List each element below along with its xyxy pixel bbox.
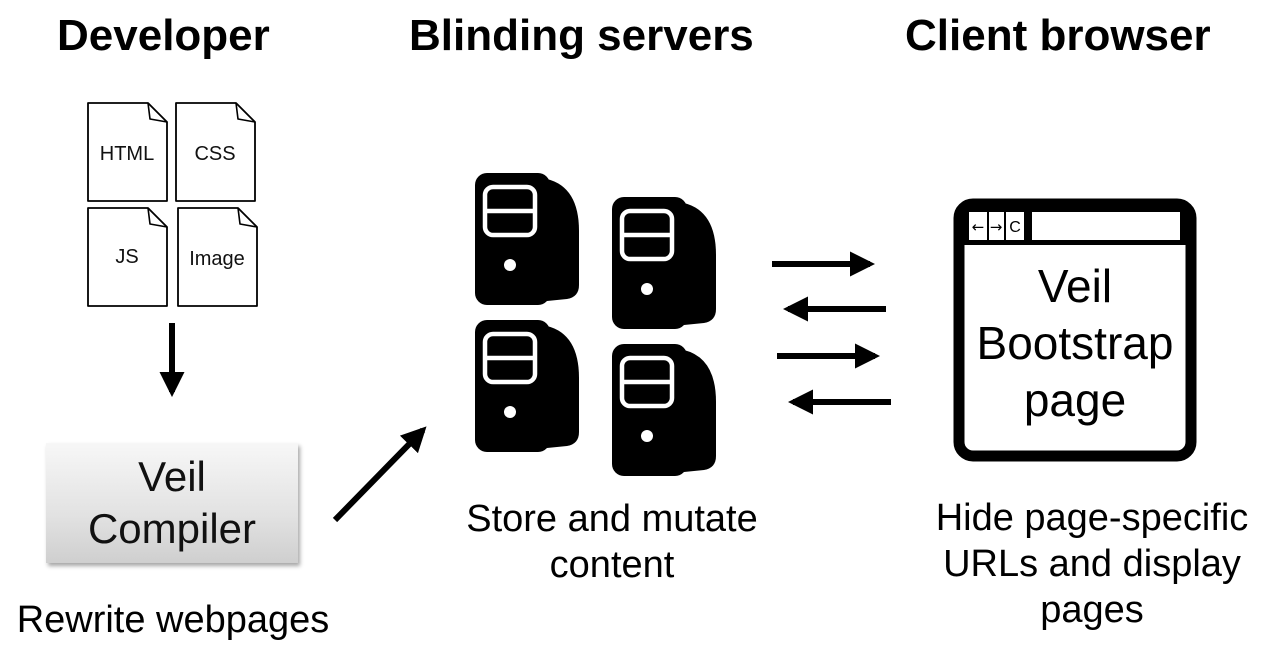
server-tower-icon xyxy=(475,320,579,452)
servers-caption-line: content xyxy=(549,544,675,586)
browser-caption-line: URLs and display xyxy=(943,543,1241,585)
compiler-label-line2: Compiler xyxy=(87,505,257,552)
js-document-icon: JS xyxy=(87,207,168,307)
compiler-label-line1: Veil xyxy=(138,453,206,500)
browser-content-line: Bootstrap xyxy=(976,317,1174,369)
js-file-label: JS xyxy=(115,246,138,268)
image-file-label: Image xyxy=(189,248,245,270)
browser-content: Veil Bootstrap page xyxy=(965,258,1185,429)
html-document-icon: HTML xyxy=(87,102,168,202)
back-icon: ← xyxy=(972,218,985,236)
developer-caption: Rewrite webpages xyxy=(16,599,330,641)
browser-caption: Hide page-specific URLs and display page… xyxy=(912,495,1272,633)
browser-caption-line: pages xyxy=(1040,589,1144,631)
forward-icon: → xyxy=(990,218,1003,236)
reload-icon: C xyxy=(1009,219,1021,236)
servers-caption-line: Store and mutate xyxy=(466,498,758,540)
diagonal-arrow-icon xyxy=(332,426,427,523)
image-document-icon: Image xyxy=(177,207,258,307)
veil-compiler-box: Veil Compiler xyxy=(46,443,298,563)
browser-caption-line: Hide page-specific xyxy=(935,497,1249,539)
client-browser-heading: Client browser xyxy=(905,11,1211,60)
servers-caption: Store and mutate content xyxy=(452,496,772,588)
css-file-label: CSS xyxy=(194,143,235,165)
address-bar xyxy=(1032,212,1180,240)
html-file-label: HTML xyxy=(100,143,154,165)
developer-heading: Developer xyxy=(57,11,270,60)
server-tower-icon xyxy=(612,197,716,329)
browser-content-line: Veil xyxy=(1037,260,1113,312)
css-document-icon: CSS xyxy=(175,102,256,202)
server-tower-icon xyxy=(475,173,579,305)
browser-window-icon: ← → C xyxy=(953,198,1197,462)
server-tower-icon xyxy=(612,344,716,476)
blinding-servers-heading: Blinding servers xyxy=(409,11,754,60)
browser-content-line: page xyxy=(1023,374,1127,426)
